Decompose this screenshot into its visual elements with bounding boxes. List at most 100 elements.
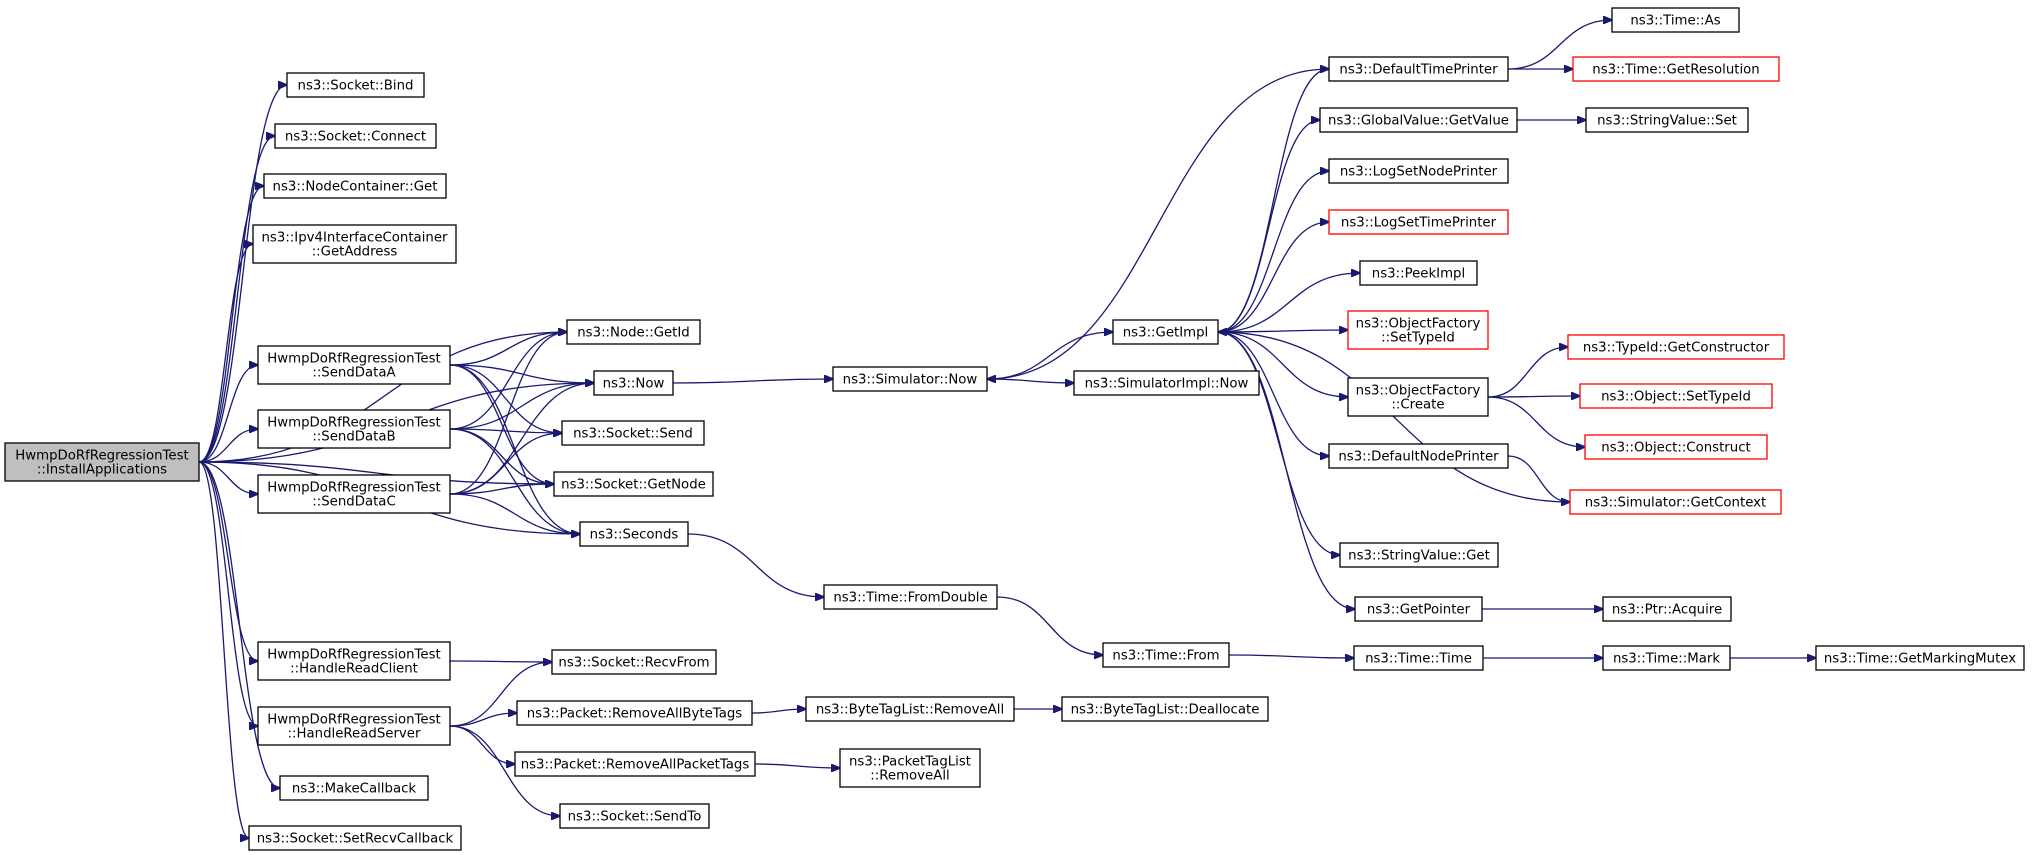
edge-n15-to-n17	[449, 725, 515, 764]
node-hwmpdorfregressiontest-senddatac[interactable]: HwmpDoRfRegressionTest::SendDataC	[257, 474, 451, 514]
edge-n29-to-n21	[987, 68, 1330, 379]
node-ns3-socket-connect[interactable]: ns3::Socket::Connect	[274, 123, 437, 149]
node-ns3-typeid-getconstructor[interactable]: ns3::TypeId::GetConstructor	[1567, 334, 1785, 360]
node-ns3-objectfactory-create[interactable]: ns3::ObjectFactory::Create	[1347, 377, 1489, 417]
node-hwmpdorfregressiontest-senddatab[interactable]: HwmpDoRfRegressionTest::SendDataB	[257, 409, 451, 449]
node-ns3-logsetnodeprinter[interactable]: ns3::LogSetNodePrinter	[1328, 158, 1509, 184]
node-label: ns3::GlobalValue::GetValue	[1328, 114, 1509, 129]
node-ns3-packet-removeallbytetags[interactable]: ns3::Packet::RemoveAllByteTags	[516, 700, 753, 726]
edge-n6-to-n9	[449, 364, 562, 433]
edge-n0-to-n20	[198, 461, 249, 838]
edge-n15-to-n16	[449, 713, 517, 727]
node-ns3-defaulttimeprinter[interactable]: ns3::DefaultTimePrinter	[1328, 56, 1509, 82]
node-ns3-simulator-getcontext[interactable]: ns3::Simulator::GetContext	[1569, 489, 1782, 515]
node-ns3-node-getid[interactable]: ns3::Node::GetId	[566, 319, 701, 345]
edge-n25-to-n34	[1217, 330, 1348, 332]
edge-n0-to-n5	[198, 332, 567, 463]
node-hwmpdorfregressiontest-handlereadclient[interactable]: HwmpDoRfRegressionTest::HandleReadClient	[257, 641, 451, 681]
node-ns3-logsettimeprinter[interactable]: ns3::LogSetTimePrinter	[1328, 209, 1509, 235]
node-ns3-time-fromdouble[interactable]: ns3::Time::FromDouble	[823, 584, 998, 610]
node-label: ::SendDataA	[312, 366, 395, 381]
node-box	[1073, 370, 1260, 396]
edge-n6-to-n7	[449, 364, 594, 383]
node-ns3-packettaglist-removeall[interactable]: ns3::PacketTagList::RemoveAll	[839, 748, 981, 788]
node-ns3-time-mark[interactable]: ns3::Time::Mark	[1602, 645, 1731, 671]
edge-n29-to-n40	[1507, 20, 1612, 70]
node-label: ::GetAddress	[312, 245, 398, 260]
node-ns3-packet-removeallpackettags[interactable]: ns3::Packet::RemoveAllPacketTags	[514, 751, 756, 777]
node-ns3-simulator-now[interactable]: ns3::Simulator::Now	[832, 366, 988, 392]
node-hwmpdorfregressiontest-handlereadserver[interactable]: HwmpDoRfRegressionTest::HandleReadServer	[257, 706, 451, 746]
node-label: ns3::Socket::Bind	[298, 79, 414, 94]
node-ns3-time-from[interactable]: ns3::Time::From	[1102, 642, 1230, 668]
node-label: ns3::Time::GetResolution	[1592, 63, 1759, 78]
node-box	[805, 696, 1015, 722]
node-ns3-stringvalue-set[interactable]: ns3::StringValue::Set	[1585, 107, 1749, 133]
node-ns3-object-construct[interactable]: ns3::Object::Construct	[1584, 434, 1768, 460]
edge-n25-to-n33	[1217, 273, 1360, 333]
edge-n25-to-n37	[1217, 331, 1340, 555]
node-box	[286, 72, 425, 98]
edge-n21-to-n26	[986, 378, 1074, 383]
edge-n15-to-n18	[449, 725, 560, 816]
node-box	[274, 123, 437, 149]
node-ns3-socket-bind[interactable]: ns3::Socket::Bind	[286, 72, 425, 98]
node-ns3-time-getresolution[interactable]: ns3::Time::GetResolution	[1572, 56, 1780, 82]
node-ns3-now[interactable]: ns3::Now	[593, 370, 674, 396]
node-box	[559, 803, 710, 829]
node-ns3-socket-getnode[interactable]: ns3::Socket::GetNode	[553, 471, 714, 497]
edge-n35-to-n45	[1487, 396, 1585, 447]
node-hwmpdorfregressiontest-senddataa[interactable]: HwmpDoRfRegressionTest::SendDataA	[257, 345, 451, 385]
node-box	[257, 641, 451, 681]
node-ns3-seconds[interactable]: ns3::Seconds	[579, 521, 689, 547]
node-hwmpdorfregressiontest-installapplications[interactable]: HwmpDoRfRegressionTest::InstallApplicati…	[4, 442, 200, 482]
edge-n25-to-n32	[1217, 222, 1329, 333]
node-label: ns3::ByteTagList::Deallocate	[1071, 703, 1260, 718]
node-label: ns3::Time::From	[1112, 649, 1219, 664]
node-ns3-ipv4interfacecontainer-getaddress[interactable]: ns3::Ipv4InterfaceContainer::GetAddress	[252, 224, 457, 264]
node-ns3-peekimpl[interactable]: ns3::PeekImpl	[1359, 260, 1478, 286]
node-ns3-stringvalue-get[interactable]: ns3::StringValue::Get	[1339, 542, 1499, 568]
node-label: ns3::GetImpl	[1123, 326, 1208, 341]
node-ns3-defaultnodeprinter[interactable]: ns3::DefaultNodePrinter	[1328, 443, 1509, 469]
node-label: HwmpDoRfRegressionTest	[267, 352, 440, 367]
node-box	[1328, 56, 1509, 82]
node-ns3-makecallback[interactable]: ns3::MakeCallback	[279, 775, 429, 801]
edge-n10-to-n11	[449, 484, 554, 495]
node-ns3-object-settypeid[interactable]: ns3::Object::SetTypeId	[1579, 383, 1773, 409]
node-label: ns3::LogSetTimePrinter	[1341, 216, 1497, 231]
node-label: ns3::Socket::SetRecvCallback	[257, 832, 454, 847]
node-ns3-socket-recvfrom[interactable]: ns3::Socket::RecvFrom	[551, 649, 717, 675]
node-ns3-globalvalue-getvalue[interactable]: ns3::GlobalValue::GetValue	[1319, 107, 1518, 133]
node-box	[1815, 645, 2025, 671]
node-ns3-socket-send[interactable]: ns3::Socket::Send	[561, 420, 705, 446]
edge-n13-to-n14	[449, 661, 552, 662]
edge-n35-to-n43	[1487, 347, 1568, 398]
node-box	[248, 825, 462, 851]
node-ns3-time-time[interactable]: ns3::Time::Time	[1353, 645, 1484, 671]
node-ns3-socket-setrecvcallback[interactable]: ns3::Socket::SetRecvCallback	[248, 825, 462, 851]
edge-n7-to-n21	[672, 379, 833, 384]
node-ns3-objectfactory-settypeid[interactable]: ns3::ObjectFactory::SetTypeId	[1347, 310, 1489, 350]
node-ns3-getimpl[interactable]: ns3::GetImpl	[1112, 319, 1219, 345]
node-label: ns3::Seconds	[590, 528, 679, 543]
node-ns3-time-as[interactable]: ns3::Time::As	[1611, 7, 1740, 33]
node-box	[1319, 107, 1518, 133]
node-ns3-simulatorimpl-now[interactable]: ns3::SimulatorImpl::Now	[1073, 370, 1260, 396]
node-box	[1569, 489, 1782, 515]
node-ns3-ptr-acquire[interactable]: ns3::Ptr::Acquire	[1602, 596, 1732, 622]
edge-n22-to-n27	[996, 596, 1103, 655]
node-ns3-socket-sendto[interactable]: ns3::Socket::SendTo	[559, 803, 710, 829]
node-ns3-bytetaglist-deallocate[interactable]: ns3::ByteTagList::Deallocate	[1061, 696, 1269, 722]
node-label: ns3::GetPointer	[1367, 603, 1471, 618]
node-label: ::InstallApplications	[37, 463, 167, 478]
node-ns3-time-getmarkingmutex[interactable]: ns3::Time::GetMarkingMutex	[1815, 645, 2025, 671]
node-label: HwmpDoRfRegressionTest	[267, 416, 440, 431]
node-ns3-nodecontainer-get[interactable]: ns3::NodeContainer::Get	[263, 173, 447, 199]
node-ns3-getpointer[interactable]: ns3::GetPointer	[1354, 596, 1483, 622]
node-label: ::Create	[1391, 398, 1444, 413]
node-label: ns3::Simulator::Now	[843, 373, 978, 388]
node-label: ns3::Packet::RemoveAllByteTags	[527, 707, 743, 722]
node-ns3-bytetaglist-removeall[interactable]: ns3::ByteTagList::RemoveAll	[805, 696, 1015, 722]
edge-n25-to-n30	[1217, 120, 1320, 333]
